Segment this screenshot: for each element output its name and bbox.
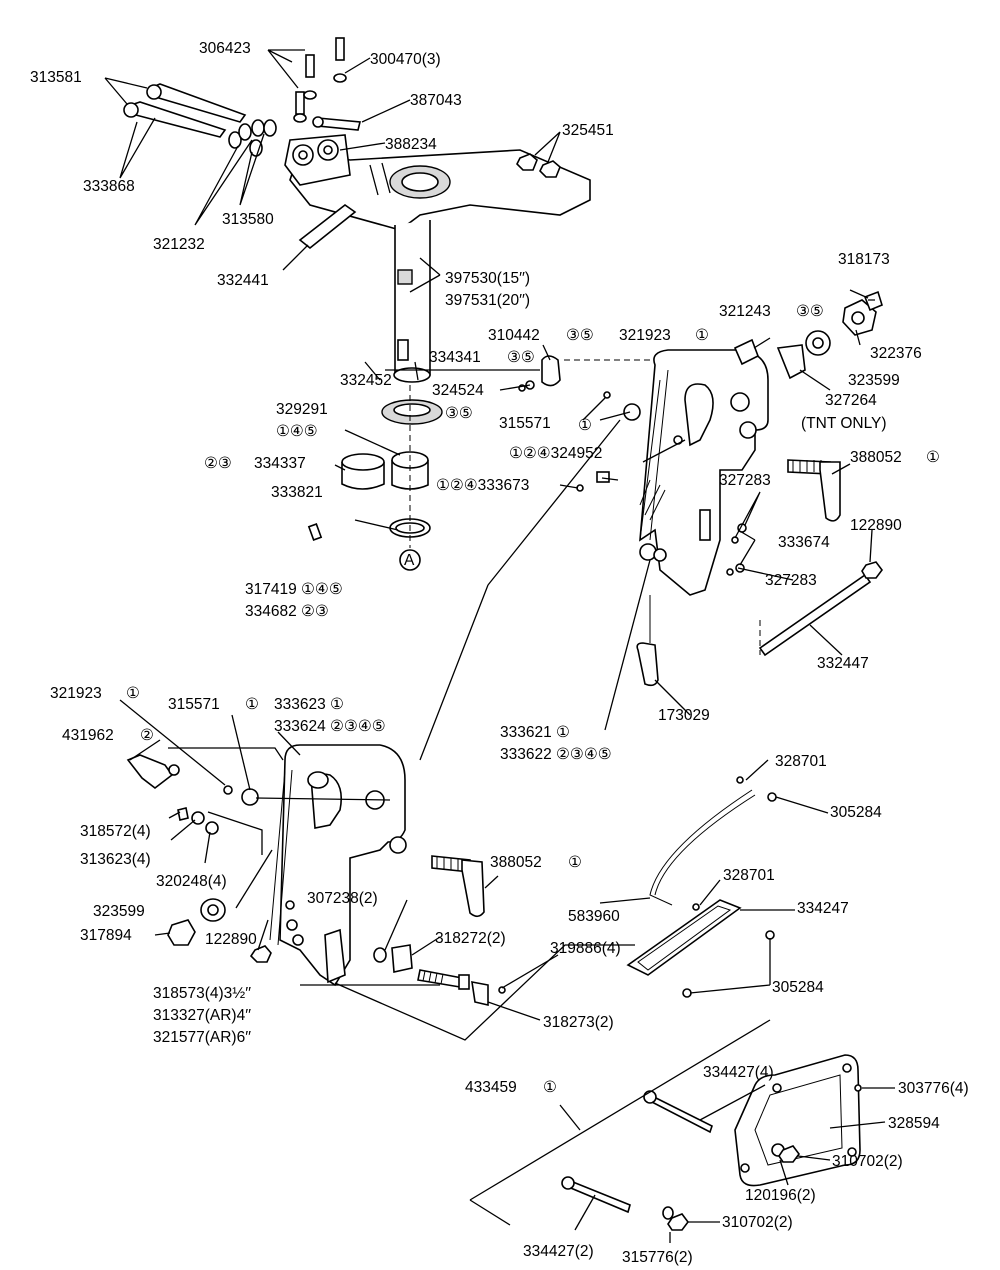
part-number: 319886(4) xyxy=(550,940,621,957)
part-number: 321232 xyxy=(153,236,205,253)
part-number: 306423 xyxy=(199,40,251,57)
option-codes: ③⑤ xyxy=(445,405,473,422)
leader-lines xyxy=(104,49,895,1243)
option-codes: ③⑤ xyxy=(507,349,535,366)
part-number: 324524 xyxy=(432,382,484,399)
swivel-bracket-assembly xyxy=(123,37,591,571)
part-number: 332447 xyxy=(817,655,869,672)
part-number: 310702(2) xyxy=(722,1214,793,1231)
option-codes: ③⑤ xyxy=(566,327,594,344)
part-number: 327264 xyxy=(825,392,877,409)
part-number: 313327(AR)4′′ xyxy=(153,1007,251,1024)
part-number: 315776(2) xyxy=(622,1249,693,1266)
part-number: 328594 xyxy=(888,1115,940,1132)
part-number: 310442 xyxy=(488,327,540,344)
option-codes: ① xyxy=(578,417,592,434)
part-number: 325451 xyxy=(562,122,614,139)
part-number: 320248(4) xyxy=(156,873,227,890)
transom-plate-kit xyxy=(561,1054,862,1231)
part-number: 334247 xyxy=(797,900,849,917)
part-number: 333622 ②③④⑤ xyxy=(500,746,612,763)
option-codes: ③⑤ xyxy=(796,303,824,320)
part-number: 315571 xyxy=(499,415,551,432)
part-number: 321577(AR)6′′ xyxy=(153,1029,251,1046)
part-number: 318573(4)3½′′ xyxy=(153,985,251,1002)
part-number: 322376 xyxy=(870,345,922,362)
part-number: 315571 xyxy=(168,696,220,713)
part-number: 323599 xyxy=(848,372,900,389)
trim-cable-assembly xyxy=(626,776,777,998)
part-number: 313580 xyxy=(222,211,274,228)
option-codes: ① xyxy=(245,696,259,713)
part-number: ①②④333673 xyxy=(436,477,529,494)
part-number: 333624 ②③④⑤ xyxy=(274,718,386,735)
part-number: 583960 xyxy=(568,908,620,925)
option-codes: ① xyxy=(926,449,940,466)
part-number: 317419 ①④⑤ xyxy=(245,581,343,598)
part-number: 313623(4) xyxy=(80,851,151,868)
part-number: 321923 xyxy=(50,685,102,702)
part-number: 307238(2) xyxy=(307,890,378,907)
part-number: 122890 xyxy=(205,931,257,948)
part-number: 327283 xyxy=(719,472,771,489)
part-number: 397531(20′′) xyxy=(445,292,530,309)
option-codes: ① xyxy=(695,327,709,344)
part-number: 329291 xyxy=(276,401,328,418)
part-number: 318173 xyxy=(838,251,890,268)
part-number: 431962 xyxy=(62,727,114,744)
option-codes: ① xyxy=(568,854,582,871)
part-number: 328701 xyxy=(723,867,775,884)
part-number: 305284 xyxy=(830,804,882,821)
part-number: 122890 xyxy=(850,517,902,534)
part-number: 334427(4) xyxy=(703,1064,774,1081)
part-number: 305284 xyxy=(772,979,824,996)
part-number: 321243 xyxy=(719,303,771,320)
part-number: 433459 xyxy=(465,1079,517,1096)
part-number: 318272(2) xyxy=(435,930,506,947)
part-number: 321923 xyxy=(619,327,671,344)
part-number: 120196(2) xyxy=(745,1187,816,1204)
part-number: 313581 xyxy=(30,69,82,86)
part-number: 332441 xyxy=(217,272,269,289)
part-number: 333674 xyxy=(778,534,830,551)
part-number: (TNT ONLY) xyxy=(801,415,887,432)
part-number: 323599 xyxy=(93,903,145,920)
part-number: 318572(4) xyxy=(80,823,151,840)
part-number: 333623 ① xyxy=(274,696,344,713)
part-number: 334337 xyxy=(254,455,306,472)
part-number: 303776(4) xyxy=(898,1080,969,1097)
part-number: 388052 xyxy=(850,449,902,466)
part-number: 310702(2) xyxy=(832,1153,903,1170)
part-number: 388052 xyxy=(490,854,542,871)
option-codes: ①④⑤ xyxy=(276,423,318,440)
part-number: 333868 xyxy=(83,178,135,195)
part-number: 333821 xyxy=(271,484,323,501)
part-number: 300470(3) xyxy=(370,51,441,68)
part-number: 327283 xyxy=(765,572,817,589)
part-number: 334341 xyxy=(429,349,481,366)
part-number: 173029 xyxy=(658,707,710,724)
part-number: 334427(2) xyxy=(523,1243,594,1260)
option-codes: ① xyxy=(126,685,140,702)
part-number: 334682 ②③ xyxy=(245,603,329,620)
option-codes: ②③ xyxy=(204,455,232,472)
part-number: 387043 xyxy=(410,92,462,109)
part-labels: 306423 300470(3) 313581 387043 388234 32… xyxy=(30,40,969,1266)
part-number: 397530(15′′) xyxy=(445,270,530,287)
part-number: 328701 xyxy=(775,753,827,770)
part-number: 388234 xyxy=(385,136,437,153)
part-number: ①②④324952 xyxy=(509,445,602,462)
part-number: 332452 xyxy=(340,372,392,389)
option-codes: ② xyxy=(140,727,154,744)
part-number: 333621 ① xyxy=(500,724,570,741)
part-number: 317894 xyxy=(80,927,132,944)
stern-bracket-right xyxy=(518,290,883,687)
option-codes: ① xyxy=(543,1079,557,1096)
part-number: 318273(2) xyxy=(543,1014,614,1031)
circle-a-label: A xyxy=(404,552,415,569)
